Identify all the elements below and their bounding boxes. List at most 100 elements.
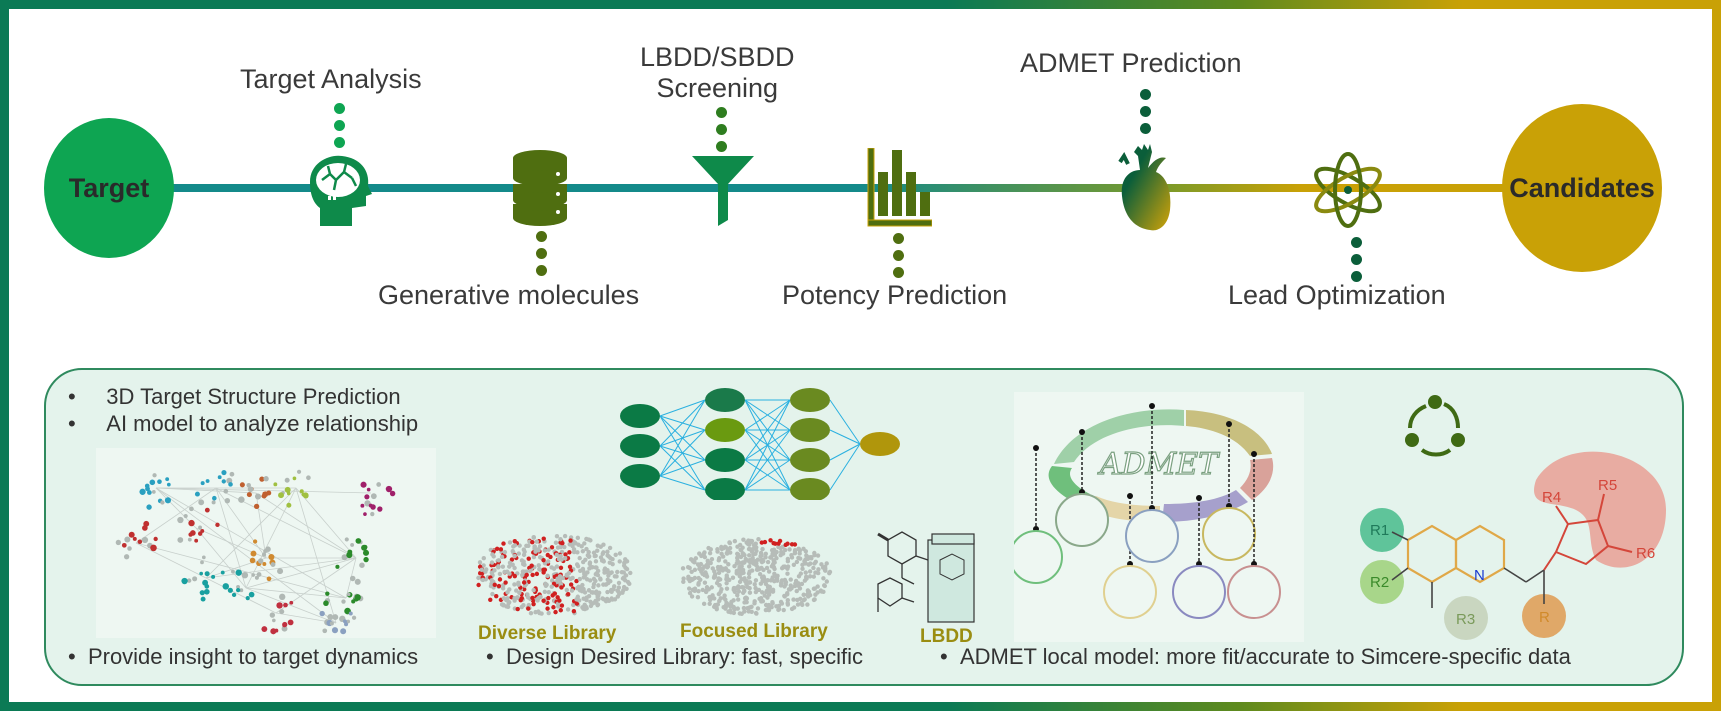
library-point (522, 549, 527, 554)
library-point (610, 597, 615, 602)
network-node (200, 560, 204, 565)
bar-chart-icon (867, 148, 932, 227)
library-point (613, 552, 618, 557)
nn-node (790, 388, 830, 412)
library-point (520, 561, 526, 567)
library-point (789, 552, 794, 558)
library-point (696, 589, 701, 594)
network-node (201, 555, 206, 560)
network-node (227, 587, 233, 593)
network-node (376, 482, 382, 487)
network-node (348, 611, 353, 616)
network-node (259, 476, 265, 482)
lbdd-label: LBDD (920, 626, 973, 647)
library-point (496, 564, 501, 569)
library-point (583, 557, 588, 562)
library-point (528, 611, 534, 616)
atom-icon (1314, 152, 1382, 228)
library-point (718, 596, 723, 601)
library-point (488, 597, 493, 602)
library-point (577, 576, 582, 582)
library-point (787, 587, 793, 592)
library-point (496, 583, 502, 589)
library-point (794, 588, 799, 594)
library-point (737, 560, 742, 565)
library-point (549, 578, 555, 583)
neural-network-icon (620, 388, 900, 500)
network-node (270, 628, 277, 635)
library-point (601, 542, 606, 547)
network-node (331, 627, 339, 634)
library-point (816, 567, 821, 572)
library-point (617, 559, 622, 564)
network-node (261, 552, 267, 557)
library-point (496, 558, 501, 563)
library-point (747, 564, 752, 569)
library-point (598, 555, 604, 560)
library-point (738, 547, 743, 552)
library-point (628, 570, 633, 576)
focused-library-label: Focused Library (680, 621, 828, 642)
library-point (595, 594, 600, 600)
library-point (549, 584, 554, 589)
library-point (725, 576, 730, 582)
library-point (772, 552, 778, 558)
network-node (325, 591, 330, 596)
library-point (558, 544, 563, 550)
library-point (702, 554, 708, 560)
r5-label: R5 (1598, 477, 1617, 494)
network-node (319, 610, 325, 617)
network-node (254, 493, 262, 500)
library-point (741, 537, 746, 542)
library-point (593, 559, 599, 564)
library-point (558, 608, 563, 613)
library-point (716, 570, 722, 576)
library-point (548, 554, 553, 560)
network-node (199, 590, 205, 596)
library-point (752, 582, 757, 587)
network-node (273, 482, 278, 487)
network-node (212, 495, 217, 501)
library-point (538, 567, 543, 572)
library-point (592, 553, 597, 559)
library-point (543, 583, 549, 588)
library-point (815, 584, 820, 589)
library-point (602, 570, 607, 575)
library-point (541, 557, 546, 563)
step-admet-prediction-label: ADMET Prediction (1020, 48, 1242, 78)
network-node (137, 539, 143, 545)
r1-label: R1 (1370, 522, 1389, 539)
connector-dot (893, 233, 904, 244)
library-point (749, 609, 754, 614)
network-node (263, 476, 269, 482)
library-point (728, 604, 733, 609)
library-point (593, 572, 599, 577)
network-node (246, 492, 252, 498)
library-point (765, 584, 771, 590)
library-point (695, 562, 701, 567)
network-node (251, 573, 256, 577)
library-point (489, 578, 494, 583)
library-point (805, 602, 810, 607)
library-point (769, 605, 774, 610)
library-point (689, 594, 695, 599)
network-node (343, 619, 347, 624)
step-potency-prediction-label: Potency Prediction (782, 280, 1008, 310)
library-point (533, 609, 538, 615)
bottom-bullet-3-text: ADMET local model: more fit/accurate to … (959, 644, 1571, 669)
network-node (253, 539, 258, 544)
network-node (323, 600, 329, 607)
library-point (759, 590, 765, 595)
library-point (483, 569, 488, 574)
library-point (807, 574, 813, 579)
library-point (804, 553, 809, 558)
library-point (608, 570, 613, 576)
network-node (127, 546, 132, 551)
library-point (757, 571, 763, 577)
library-point (512, 553, 517, 559)
library-point (770, 575, 775, 580)
connector-dot (716, 107, 727, 118)
library-point (768, 538, 773, 543)
network-node (177, 516, 184, 524)
library-point (692, 567, 698, 573)
